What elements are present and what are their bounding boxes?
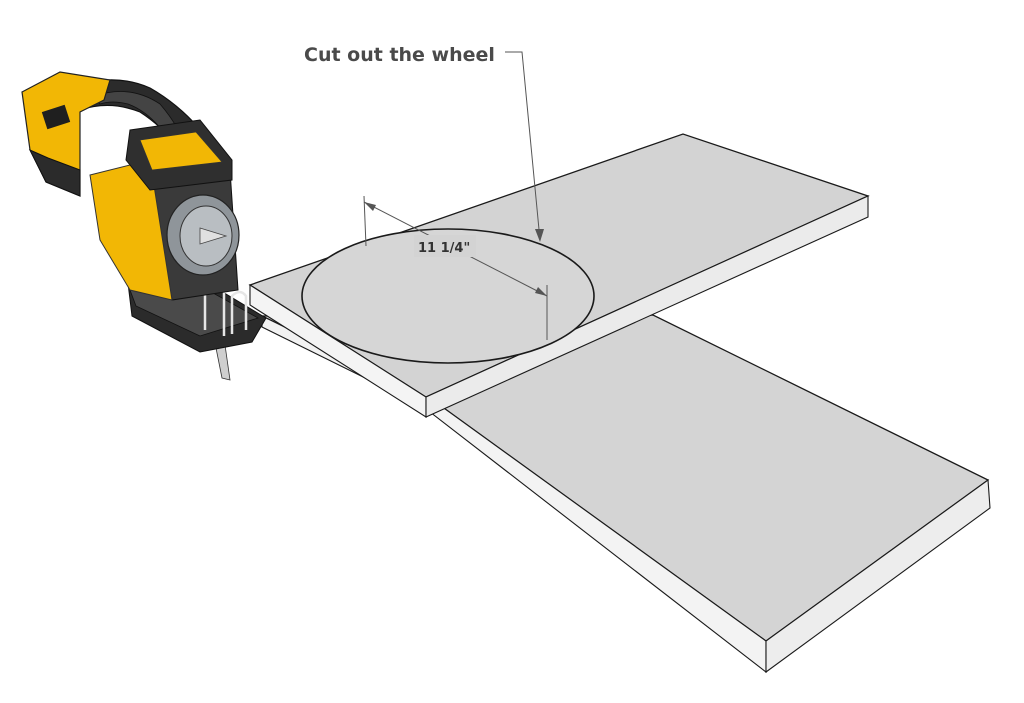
lower-board-end-side (765, 478, 991, 674)
jigsaw-head-yellow (139, 131, 223, 171)
dimension-arrow-end (535, 287, 547, 296)
jigsaw-icon (21, 71, 267, 381)
upper-board-long-side (425, 195, 869, 418)
callout-label: Cut out the wheel (304, 44, 495, 66)
jigsaw-led-cone (199, 227, 228, 245)
jigsaw-battery-dark (28, 148, 81, 197)
dimension-arrow-start (364, 202, 376, 211)
callout-leader (505, 51, 544, 242)
wheel-cut-outline (301, 228, 595, 364)
dimension-label: 11 1/4" (418, 241, 470, 256)
jigsaw-battery-label (41, 104, 71, 130)
callout-arrowhead (535, 229, 544, 242)
dimension-label-bg (414, 235, 476, 257)
